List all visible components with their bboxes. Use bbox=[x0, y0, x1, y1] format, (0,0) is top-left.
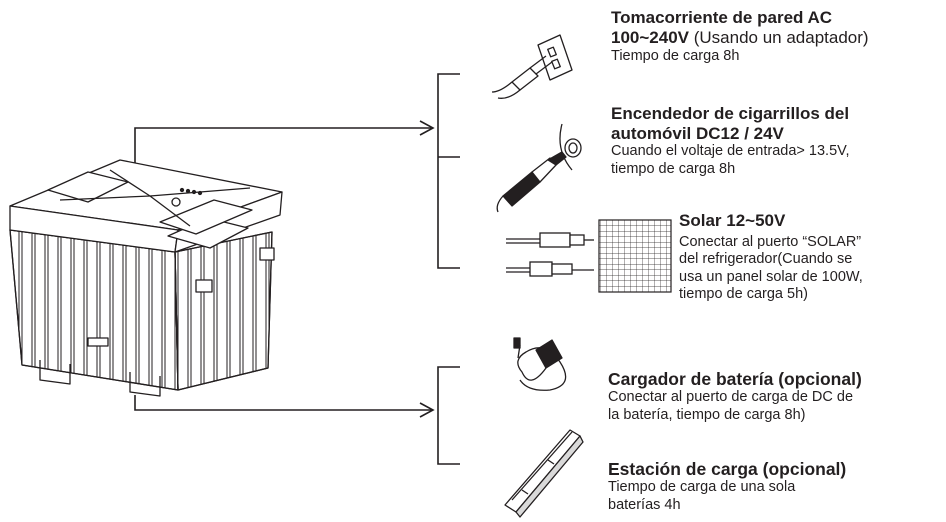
option-ac-wall-socket: Tomacorriente de pared AC 100~240V (Usan… bbox=[611, 8, 869, 66]
cigarette-lighter-plug-icon bbox=[496, 123, 582, 213]
option-description-line-1: Conectar al puerto “SOLAR” bbox=[679, 233, 862, 250]
option-description-line-2: la batería, tiempo de carga 8h) bbox=[608, 406, 806, 423]
option-description-line-1: Tiempo de carga de una sola bbox=[608, 479, 796, 496]
option-charging-station: Estación de carga (opcional) Tiempo de c… bbox=[608, 459, 846, 514]
connector-lines bbox=[134, 73, 460, 465]
arrow-head-top bbox=[419, 120, 435, 136]
option-title: Solar 12~50V bbox=[679, 211, 786, 230]
solar-panel-icon bbox=[598, 219, 672, 293]
option-description-line-2: del refrigerador(Cuando se bbox=[679, 251, 853, 268]
option-solar: Solar 12~50V Conectar al puerto “SOLAR” … bbox=[679, 211, 863, 303]
option-description-line-1: Conectar al puerto de carga de DC de bbox=[608, 389, 854, 406]
option-car-lighter: Encendedor de cigarrillos del automóvil … bbox=[611, 104, 850, 178]
wall-socket-plug-icon bbox=[491, 34, 573, 99]
solar-connector-icon bbox=[506, 232, 594, 277]
option-title: Encendedor de cigarrillos del bbox=[611, 104, 850, 123]
option-description-line-4: tiempo de carga 5h) bbox=[679, 285, 808, 302]
option-title-note: (Usando un adaptador) bbox=[689, 27, 869, 47]
option-battery-charger: Cargador de batería (opcional) Conectar … bbox=[608, 369, 862, 424]
option-title-voltage: 100~240V bbox=[611, 27, 689, 47]
option-title: Cargador de batería (opcional) bbox=[608, 369, 862, 389]
option-description-line-2: tiempo de carga 8h bbox=[611, 160, 736, 177]
option-title-voltage: automóvil DC12 / 24V bbox=[611, 123, 784, 143]
option-title: Tomacorriente de pared AC bbox=[611, 8, 833, 27]
option-description-line-2: baterías 4h bbox=[608, 496, 681, 513]
option-title: Estación de carga (opcional) bbox=[608, 459, 847, 479]
option-description-line-3: usa un panel solar de 100W, bbox=[679, 268, 863, 285]
option-description-line-1: Cuando el voltaje de entrada> 13.5V, bbox=[611, 143, 850, 160]
option-description: Tiempo de carga 8h bbox=[611, 48, 740, 65]
charging-station-icon bbox=[504, 429, 584, 518]
arrow-head-bottom bbox=[419, 402, 435, 418]
battery-charger-icon bbox=[513, 337, 567, 391]
refrigerator-icon bbox=[9, 159, 283, 397]
